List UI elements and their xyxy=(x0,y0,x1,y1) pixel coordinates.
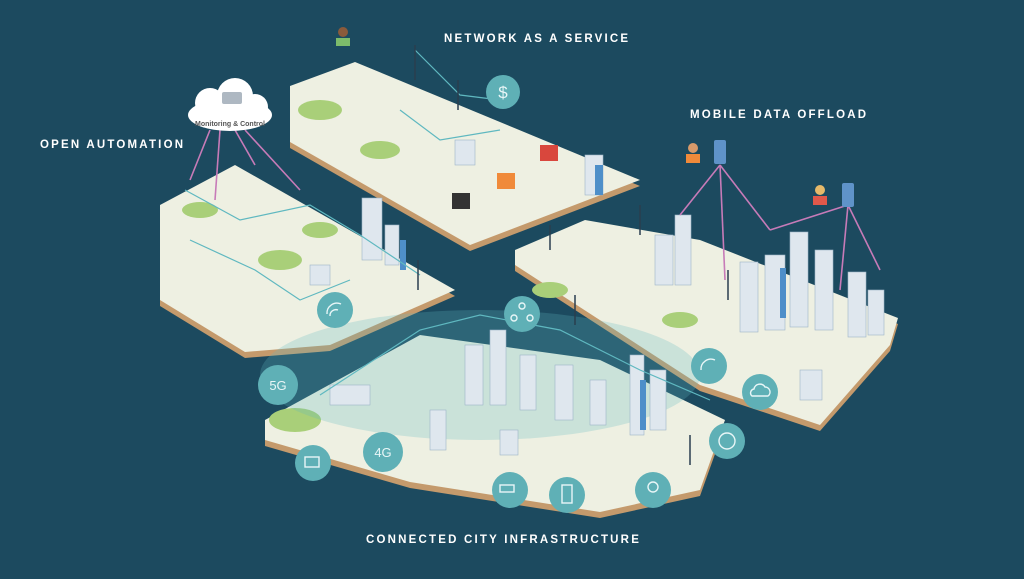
monitoring-cloud: Monitoring & Control xyxy=(188,78,272,131)
cctv-badge xyxy=(492,472,528,508)
headset-icon xyxy=(647,481,659,493)
parks xyxy=(182,100,698,432)
network-badge xyxy=(504,296,540,332)
cloud-links xyxy=(189,129,881,291)
people xyxy=(336,27,854,207)
section-title-mobile: MOBILE DATA OFFLOAD xyxy=(690,109,869,121)
4g-badge xyxy=(363,432,403,472)
badge-glyphs xyxy=(304,302,771,504)
5g-icon: 5G xyxy=(269,378,286,393)
parking-meter-icon xyxy=(561,484,573,504)
wifi-badge-2 xyxy=(691,348,727,384)
support-badge xyxy=(635,472,671,508)
recycle-badge xyxy=(709,423,745,459)
parking-meter-badge xyxy=(549,477,585,513)
atm-badge xyxy=(295,445,331,481)
servers xyxy=(452,145,558,209)
controller-icon xyxy=(222,92,242,104)
cctv-icon xyxy=(499,484,515,493)
wifi-icon-2 xyxy=(700,358,716,371)
wifi-icon xyxy=(326,302,342,317)
buildings xyxy=(309,139,885,456)
network-links xyxy=(184,49,711,401)
cloud-icon xyxy=(749,383,771,397)
atm-icon xyxy=(304,456,320,468)
platform-open-automation xyxy=(160,165,455,358)
dollar-badge xyxy=(486,75,520,109)
section-title-automation: OPEN AUTOMATION xyxy=(40,139,186,151)
cloud-badge xyxy=(742,374,778,410)
4g-icon: 4G xyxy=(374,445,391,460)
glass-towers xyxy=(400,165,786,430)
section-title-city: CONNECTED CITY INFRASTRUCTURE xyxy=(366,534,642,546)
dollar-icon: $ xyxy=(498,83,508,102)
5g-badge xyxy=(258,365,298,405)
network-icon xyxy=(518,302,526,310)
recycle-icon xyxy=(718,432,736,450)
cell-towers xyxy=(414,45,729,465)
cloud-label: Monitoring & Control xyxy=(195,121,265,128)
section-title-naas: NETWORK AS A SERVICE xyxy=(444,33,631,45)
